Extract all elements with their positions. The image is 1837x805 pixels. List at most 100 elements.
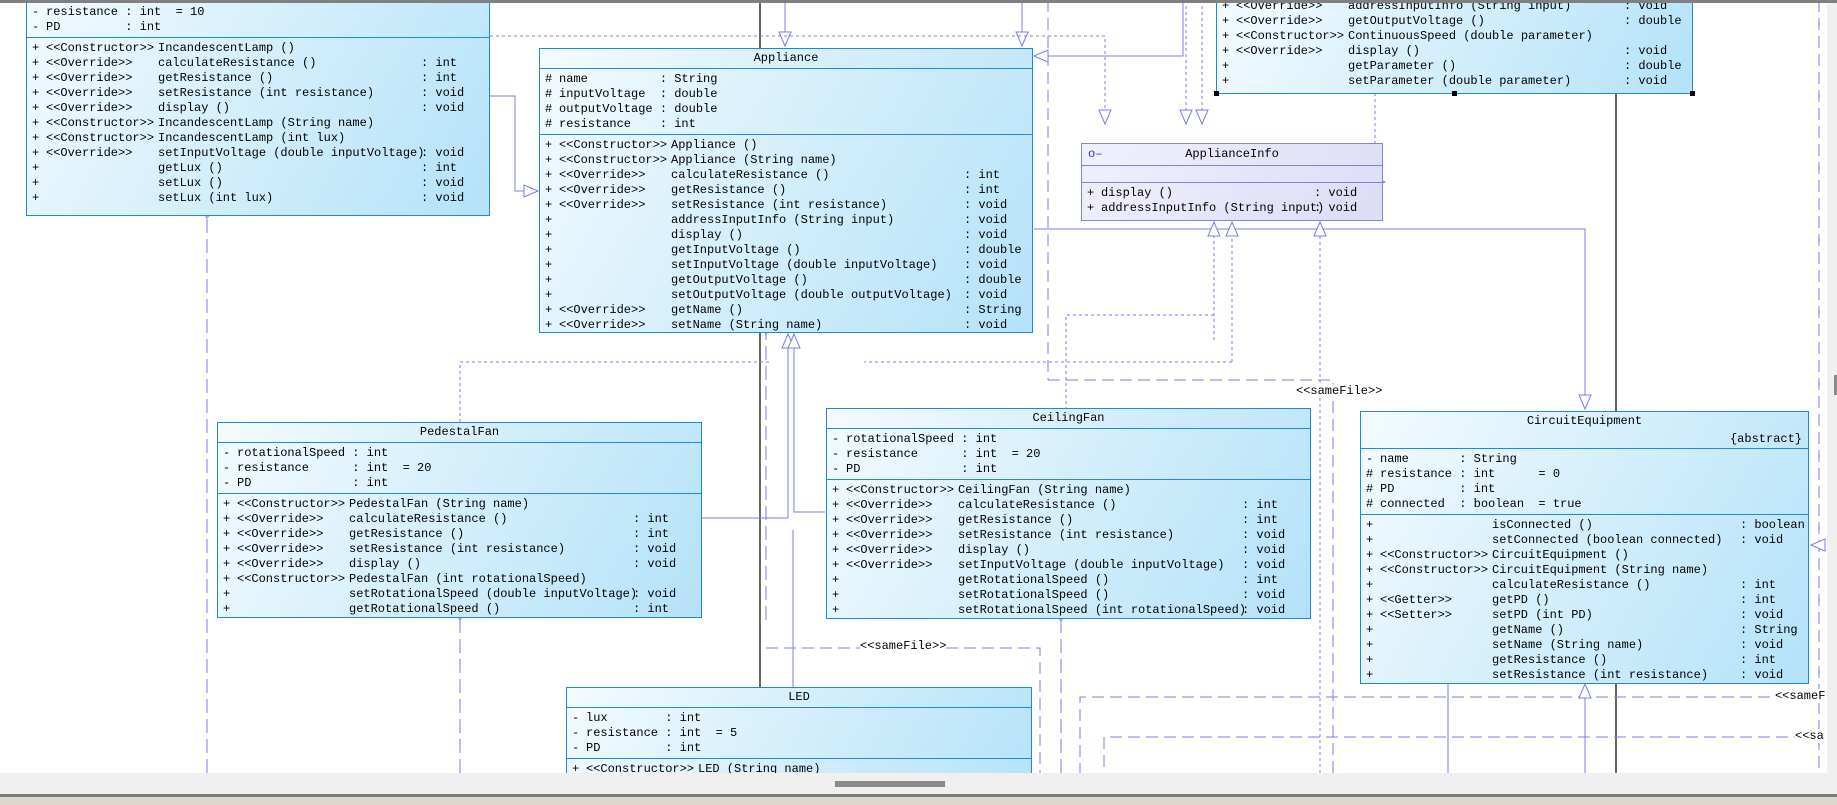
inherit-arrow xyxy=(702,334,788,519)
return-type: : void xyxy=(1314,186,1358,200)
visibility: - xyxy=(223,461,231,475)
resize-handle[interactable] xyxy=(1690,91,1695,96)
return-type: : int xyxy=(1242,573,1279,587)
attribute-row: -resistance : int = 10 xyxy=(27,5,489,20)
attribute-text: resistance : int = 0 xyxy=(1380,467,1561,481)
class-header: CircuitEquipment {abstract} xyxy=(1361,412,1808,449)
visibility: + xyxy=(832,528,840,542)
visibility: - xyxy=(32,20,40,34)
method-row: +<<Override>>setResistance (int resistan… xyxy=(827,528,1310,543)
method-row: +addressInputInfo (String input): void xyxy=(540,213,1032,228)
method-signature: setInputVoltage (double inputVoltage) xyxy=(158,146,425,160)
visibility: + xyxy=(545,243,553,257)
method-signature: setRotationalSpeed (int rotationalSpeed) xyxy=(958,603,1247,617)
visibility: + xyxy=(545,273,553,287)
return-type: : void xyxy=(633,542,677,556)
method-signature: addressInputInfo (String input) xyxy=(1101,201,1325,215)
class-appliance[interactable]: Appliance #name : String#inputVoltage : … xyxy=(539,48,1033,333)
return-type: : void xyxy=(633,587,677,601)
visibility: - xyxy=(832,447,840,461)
stereotype: <<Override>> xyxy=(237,527,324,541)
return-type: : int xyxy=(421,161,458,175)
visibility: + xyxy=(32,146,40,160)
resize-handle[interactable] xyxy=(1214,91,1219,96)
method-signature: IncandescentLamp (String name) xyxy=(158,116,375,130)
interface-appliance-info[interactable]: o– ApplianceInfo +display (): void+addre… xyxy=(1081,143,1383,221)
visibility: + xyxy=(32,71,40,85)
return-type: : void xyxy=(1624,44,1668,58)
attribute-text: inputVoltage : double xyxy=(559,87,718,101)
attribute-text: lux : int xyxy=(586,711,702,725)
samefile-label: <<sameFile>> xyxy=(1296,384,1383,398)
horizontal-scroll-thumb[interactable] xyxy=(835,781,945,787)
stereotype: <<Constructor>> xyxy=(846,483,955,497)
attributes-section: -rotationalSpeed : int-resistance : int … xyxy=(218,443,701,494)
attribute-text: connected : boolean = true xyxy=(1380,497,1582,511)
method-signature: IncandescentLamp (int lux) xyxy=(158,131,346,145)
method-signature: display () xyxy=(1348,44,1421,58)
stereotype: <<Override>> xyxy=(846,543,933,557)
attribute-text: resistance : int xyxy=(559,117,696,131)
samefile-label: <<sameFile>> xyxy=(860,639,947,653)
visibility: + xyxy=(832,588,840,602)
method-signature: setResistance (int resistance) xyxy=(958,528,1175,542)
return-type: : void xyxy=(421,101,465,115)
method-row: +<<Constructor>>Appliance () xyxy=(540,138,1032,153)
attribute-row: -resistance : int = 20 xyxy=(218,461,701,476)
method-row: +calculateResistance (): int xyxy=(1361,578,1808,593)
stereotype: <<Override>> xyxy=(237,557,324,571)
return-type: : void xyxy=(1740,668,1784,682)
class-ceiling-fan[interactable]: CeilingFan -rotationalSpeed : int-resist… xyxy=(826,408,1311,619)
visibility: + xyxy=(1222,74,1230,88)
window-bottom-border xyxy=(0,794,1837,797)
class-circuit-equipment[interactable]: CircuitEquipment {abstract} -name : Stri… xyxy=(1360,411,1809,684)
return-type: : void xyxy=(1242,588,1286,602)
stereotype: <<Getter>> xyxy=(1380,593,1453,607)
visibility: + xyxy=(32,116,40,130)
class-incandescent-lamp[interactable]: -lux : int -resistance : int = 10 -PD : … xyxy=(26,0,490,216)
visibility: + xyxy=(32,131,40,145)
stereotype: <<Constructor>> xyxy=(237,497,346,511)
diagram-canvas[interactable]: -lux : int -resistance : int = 10 -PD : … xyxy=(0,0,1827,773)
return-type: : boolean xyxy=(1740,518,1805,532)
method-signature: getResistance () xyxy=(671,183,787,197)
visibility: + xyxy=(1087,186,1095,200)
visibility: + xyxy=(1366,668,1374,682)
method-row: +<<Override>>getOutputVoltage (): double xyxy=(1217,14,1692,29)
return-type: : void xyxy=(633,557,677,571)
inherit-arrow xyxy=(794,334,825,513)
method-row: +<<Override>>display (): void xyxy=(27,101,489,116)
stereotype: <<Override>> xyxy=(46,101,133,115)
return-type: : int xyxy=(1740,653,1777,667)
visibility: + xyxy=(832,558,840,572)
vertical-scrollbar[interactable] xyxy=(1827,0,1837,773)
return-type: : int xyxy=(1740,578,1777,592)
horizontal-scrollbar[interactable] xyxy=(0,773,1837,794)
method-signature: getName () xyxy=(671,303,744,317)
method-signature: isConnected () xyxy=(1492,518,1593,532)
method-row: + <<Constructor>>IncandescentLamp (int lu… xyxy=(27,131,489,146)
method-row: +<<Override>>setName (String name): void xyxy=(540,318,1032,333)
class-continuous-speed[interactable]: +<<Override>>addressInputInfo (String in… xyxy=(1216,0,1693,94)
visibility: + xyxy=(223,542,231,556)
visibility: + xyxy=(832,513,840,527)
class-name: LED xyxy=(567,688,1031,708)
interface-header: o– ApplianceInfo xyxy=(1082,144,1382,166)
return-type: : void xyxy=(1242,528,1286,542)
method-signature: getPD () xyxy=(1492,593,1550,607)
visibility: # xyxy=(545,117,553,131)
stereotype: <<Override>> xyxy=(846,558,933,572)
class-pedestal-fan[interactable]: PedestalFan -rotationalSpeed : int-resis… xyxy=(217,422,702,618)
vertical-scroll-thumb[interactable] xyxy=(1834,375,1837,395)
return-type: : void xyxy=(1624,74,1668,88)
resize-handle[interactable] xyxy=(1452,91,1457,96)
attribute-row: #inputVoltage : double xyxy=(540,87,1032,102)
method-signature: setLux (int lux) xyxy=(158,191,274,205)
attribute-text: PD : int xyxy=(237,476,389,490)
return-type: : void xyxy=(1624,0,1668,13)
visibility: + xyxy=(32,191,40,205)
abstract-modifier: {abstract} xyxy=(1729,432,1802,446)
stereotype: <<Constructor>> xyxy=(1380,563,1489,577)
stereotype: <<Constructor>> xyxy=(46,131,155,145)
class-led[interactable]: LED -lux : int-resistance : int = 5-PD :… xyxy=(566,687,1032,773)
